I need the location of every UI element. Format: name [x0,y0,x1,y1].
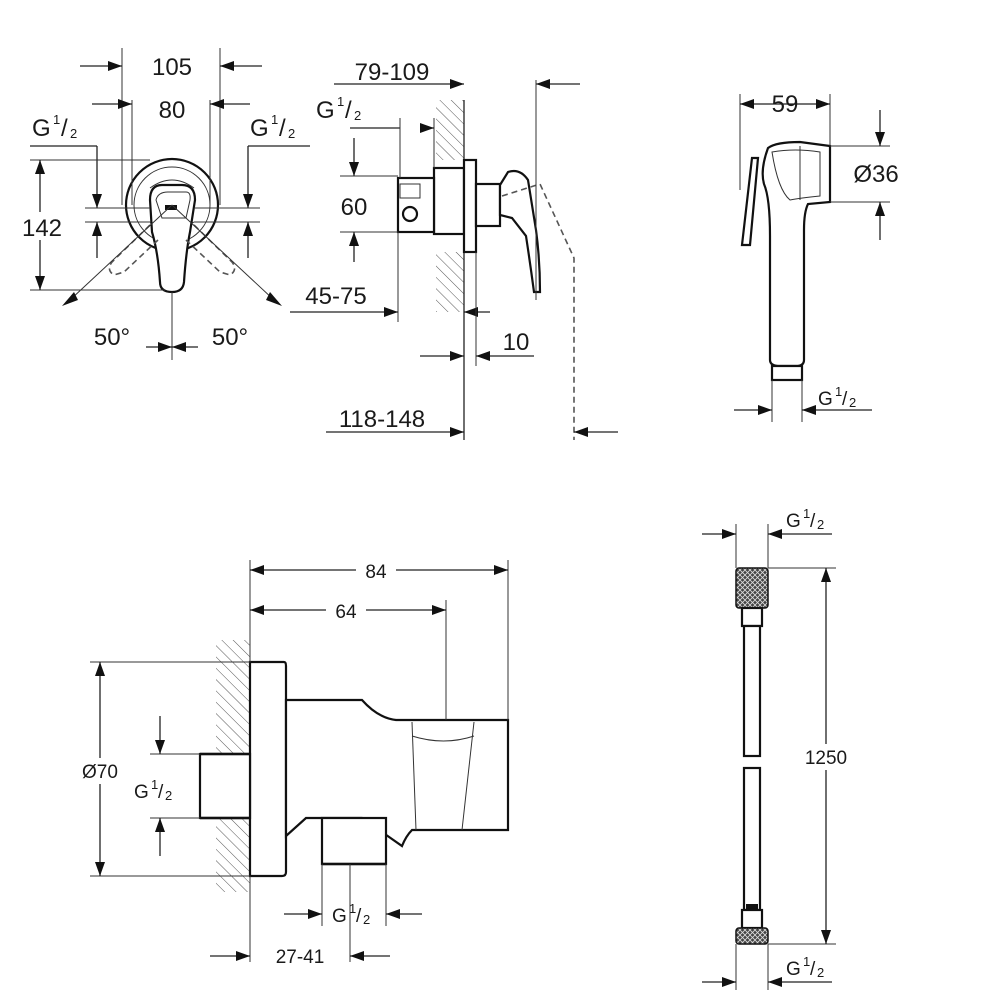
fraction-den: 2 [849,395,856,410]
dim-offset: 10 [503,329,530,356]
fraction-den: 2 [354,108,361,123]
fraction-slash: / [61,115,68,142]
fraction-slash: / [842,389,848,410]
hand-shower-view: 59 Ø36 G 1 / 2 [734,91,899,422]
wall-outlet-view: 84 64 Ø70 G 1 / 2 G 1 / [72,556,510,968]
dim-height-side: 60 [341,194,368,221]
dim-bottom-range: 27-41 [276,947,325,968]
wall-hatch-upper [436,100,464,160]
angle-left: 50° [94,324,130,351]
dim-total-range: 118-148 [339,406,425,433]
thread-label-hose-bottom: G [786,959,801,980]
fraction-den: 2 [70,126,77,141]
hose-top-nut [735,567,769,609]
thread-label-side: G [316,97,335,124]
lever-side [498,169,542,294]
fraction-den: 2 [288,126,295,141]
fraction-slash: / [356,906,362,927]
shower-trigger [740,156,760,247]
shower-thread-fitting [770,364,804,382]
hose-tube-upper [742,624,762,758]
dim-height: 142 [22,215,62,242]
hose-bottom-nut [735,927,769,945]
fraction-num: 1 [835,384,842,399]
fraction-slash: / [810,511,816,532]
dim-outlet-width-total: 84 [365,562,387,583]
handle-rotated-left [108,224,159,276]
dim-outlet-width-partial: 64 [335,602,357,623]
dim-width-outer: 105 [152,54,192,81]
fraction-slash: / [279,115,286,142]
fraction-den: 2 [817,517,824,532]
thread-label-back: G [134,782,149,803]
wall-hatch-lower [436,252,464,312]
thread-label-hose-top: G [786,511,801,532]
valve-body [396,176,436,234]
hose-view: G 1 / 2 1250 G 1 / 2 [702,506,854,990]
handle-rotated-right [185,224,236,276]
dim-outlet-diameter: Ø70 [82,762,118,783]
dim-wall-range: 45-75 [305,283,366,310]
dim-width-inner: 80 [159,97,186,124]
angle-right: 50° [212,324,248,351]
hose-tube-lower [742,766,762,912]
fraction-num: 1 [803,506,810,521]
thread-label-bottom: G [332,906,347,927]
fraction-den: 2 [363,912,370,927]
outlet-bottom-thread [320,816,388,866]
lever-handle [148,183,197,294]
fraction-num: 1 [349,901,356,916]
dim-shower-width: 59 [772,91,799,118]
fraction-den: 2 [817,965,824,980]
fraction-den: 2 [165,788,172,803]
fraction-slash: / [345,97,352,124]
fraction-num: 1 [803,954,810,969]
outlet-body [284,698,510,848]
fraction-num: 1 [337,94,344,109]
fraction-num: 1 [53,112,60,127]
dim-depth-range: 79-109 [355,59,430,86]
outlet-back-thread [198,752,252,820]
mixer-side-view: 79-109 G 1 / 2 60 45-75 10 [290,59,618,440]
fraction-num: 1 [151,777,158,792]
fraction-slash: / [158,782,164,803]
mixer-front-view: 105 80 G 1 / 2 G 1 / 2 [14,48,310,360]
fraction-slash: / [810,959,816,980]
thread-label-right: G [250,115,269,142]
dim-hose-length: 1250 [805,748,847,769]
dim-shower-diameter: Ø36 [853,161,898,188]
fraction-num: 1 [271,112,278,127]
thread-label-shower: G [818,389,833,410]
thread-label-left: G [32,115,51,142]
